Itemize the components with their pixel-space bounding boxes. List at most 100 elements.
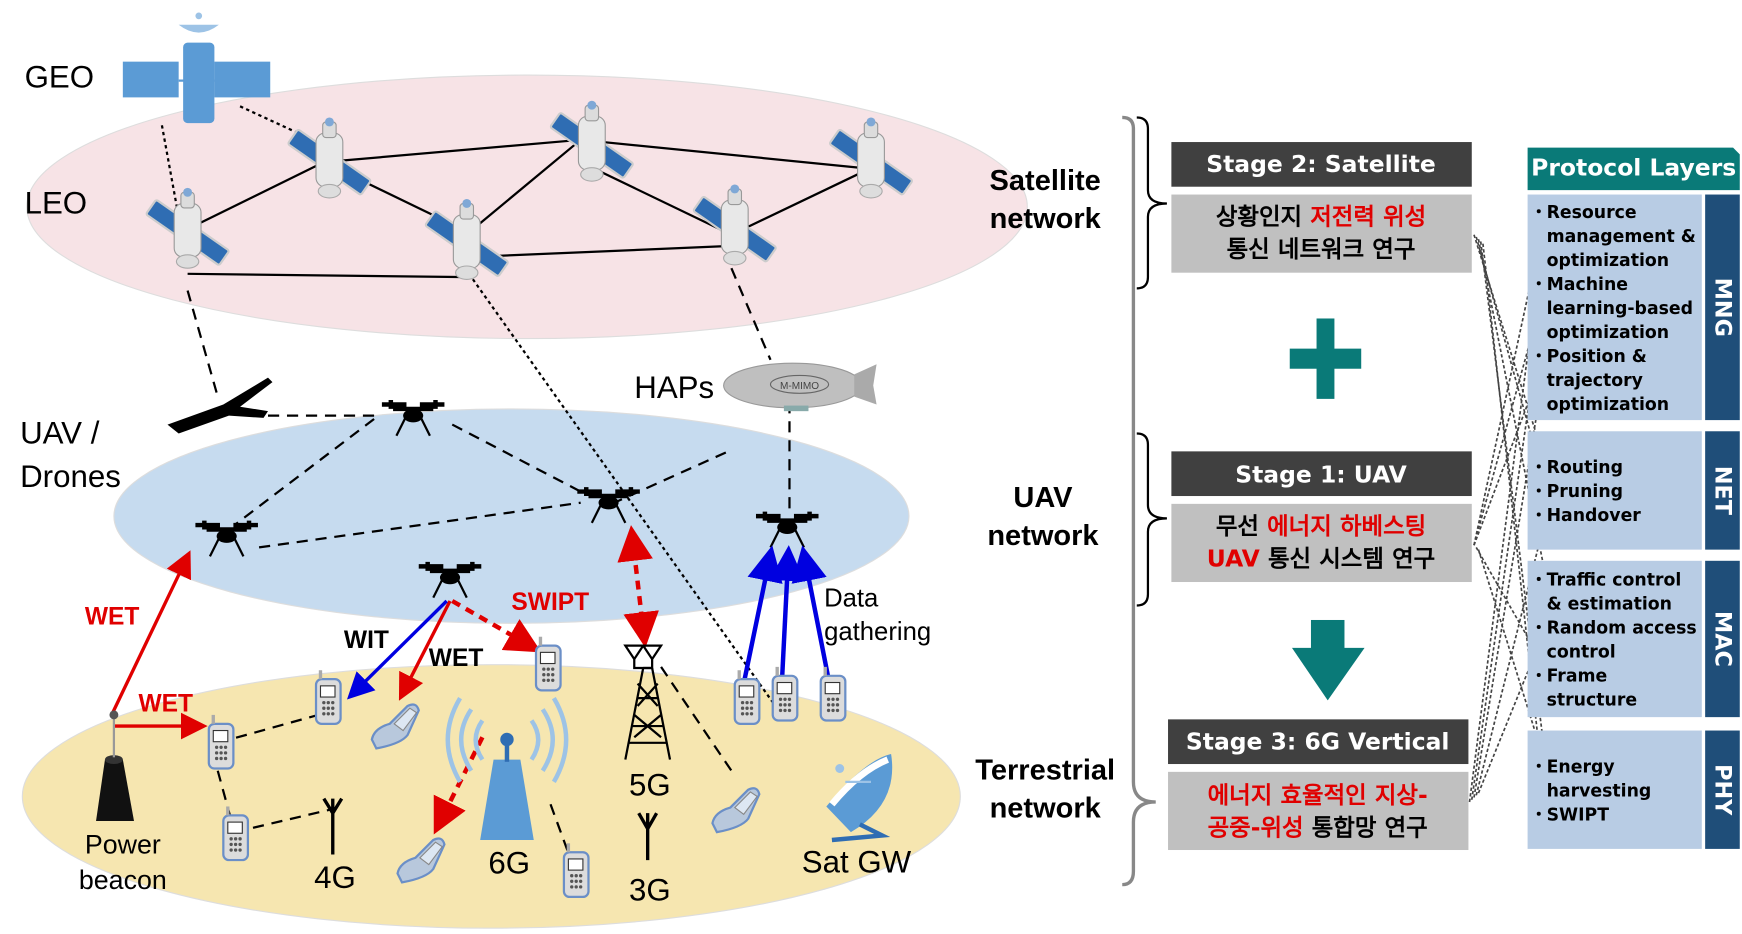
layer-item: optimization <box>1547 395 1670 415</box>
swipt-label: SWIPT <box>511 589 589 616</box>
stage-text-run: 상황인지 <box>1216 203 1310 231</box>
satellite-network-label-line2: network <box>990 203 1102 235</box>
bullet-icon <box>1536 488 1541 493</box>
layer-item: learning-based <box>1547 299 1693 319</box>
stage-3-title: Stage 3: 6G Vertical <box>1186 728 1450 756</box>
bullet-icon <box>1536 209 1541 214</box>
layer-item: Position & <box>1547 347 1647 367</box>
arrow-down-icon <box>1291 619 1365 701</box>
layer-tag-bg <box>1705 431 1740 550</box>
haps-badge: M-MIMO <box>780 381 819 392</box>
wet-label: WET <box>85 603 140 630</box>
label-sat-gw: Sat GW <box>802 844 912 879</box>
layer-item: optimization <box>1547 323 1670 343</box>
phone-icon <box>534 635 563 693</box>
layer-item: Random access <box>1547 619 1697 639</box>
layer-item: Routing <box>1547 458 1623 478</box>
fixed-wing-uav-icon <box>167 377 273 434</box>
layer-tag-bg <box>1705 194 1740 421</box>
layer-item: harvesting <box>1547 781 1652 801</box>
stage-text-run: 통합망 연구 <box>1304 813 1428 841</box>
protocol-layers-title: Protocol Layers <box>1531 154 1736 182</box>
layer-tag: MAC <box>1709 611 1735 667</box>
antenna-3g-icon <box>637 812 659 861</box>
layer-item: Machine <box>1547 275 1628 295</box>
layer-item: & estimation <box>1547 595 1672 615</box>
stage-2-desc-line2: 통신 네트워크 연구 <box>1227 235 1416 263</box>
layer-tag: NET <box>1709 466 1735 516</box>
terrestrial-network-label-line2: network <box>990 793 1102 825</box>
uav-label-line1: UAV / <box>20 416 100 451</box>
wit-label: WIT <box>344 627 389 654</box>
power-beacon-icon <box>96 710 134 821</box>
haps-label: HAPs <box>634 370 714 405</box>
antenna-4g-icon <box>322 797 344 855</box>
layer-item: Pruning <box>1547 482 1623 502</box>
layer-box <box>1527 730 1702 849</box>
stage-2-title: Stage 2: Satellite <box>1206 150 1436 178</box>
bracket-large <box>1122 115 1156 887</box>
layer-item: trajectory <box>1547 371 1643 391</box>
stage-3-6g-vertical: Stage 3: 6G Vertical 에너지 효율적인 지상- 공중-위성 … <box>1168 719 1469 851</box>
haps-airship-icon: M-MIMO <box>723 362 877 412</box>
bracket-satellite <box>1136 116 1167 290</box>
uav-network-label-line1: UAV <box>1013 482 1073 514</box>
bullet-icon <box>1536 353 1541 358</box>
stage-text-run: 에너지 하베스팅 <box>1267 512 1426 540</box>
layer-item: SWIPT <box>1547 805 1610 825</box>
wit-arrow <box>346 599 448 700</box>
layer-item: control <box>1547 643 1616 663</box>
layer-item: Traffic control <box>1547 571 1682 591</box>
stage-1-uav: Stage 1: UAV 무선 에너지 하베스팅 UAV 통신 시스템 연구 <box>1171 451 1472 583</box>
layer-item: Resource <box>1547 203 1637 223</box>
bullet-icon <box>1536 672 1541 677</box>
wet-arrows <box>110 550 452 740</box>
wet-mid-label: WET <box>429 645 484 672</box>
stage-2-satellite: Stage 2: Satellite 상황인지 저전력 위성 통신 네트워크 연… <box>1171 142 1472 273</box>
bullet-icon <box>1536 512 1541 517</box>
phone-icon <box>733 668 762 726</box>
stage-text-run: 무선 <box>1216 512 1267 540</box>
tower-5g-icon <box>623 644 672 760</box>
stage-3-desc-line2: 공중-위성 통합망 연구 <box>1208 813 1428 841</box>
power-beacon-label-line1: Power <box>85 829 161 859</box>
label-6g: 6G <box>488 845 530 880</box>
uav-label-line2: Drones <box>20 459 121 494</box>
data-gathering-label-line2: gathering <box>824 618 931 646</box>
label-3g: 3G <box>629 872 671 907</box>
satellite-network-label-line1: Satellite <box>990 165 1101 197</box>
bullet-icon <box>1536 763 1541 768</box>
layer-tag: MNG <box>1709 278 1735 337</box>
wet-beacon-label: WET <box>138 691 193 718</box>
label-4g: 4G <box>314 860 356 895</box>
bullet-icon <box>1536 576 1541 581</box>
uav-network-label-line2: network <box>987 520 1099 552</box>
stage-2-desc-line1: 상황인지 저전력 위성 <box>1216 203 1426 231</box>
layer-item: Energy <box>1547 757 1615 777</box>
plus-icon <box>1289 318 1362 399</box>
layer-tag-bg <box>1705 730 1740 849</box>
satellite-gateway-icon <box>826 753 893 843</box>
layer-item: Handover <box>1547 506 1642 526</box>
data-gathering-label-line1: Data <box>824 585 879 613</box>
stage-1-desc-line1: 무선 에너지 하베스팅 <box>1216 512 1426 540</box>
geo-satellite-icon <box>122 12 271 124</box>
stage-text-run: 공중-위성 <box>1208 813 1304 841</box>
stage-1-desc-line2: UAV 통신 시스템 연구 <box>1207 544 1435 572</box>
layer-box <box>1527 431 1702 550</box>
bullet-icon <box>1536 624 1541 629</box>
layer-box <box>1527 194 1702 421</box>
satellite-layer-ellipse <box>26 74 1028 340</box>
phone-icon <box>771 665 799 723</box>
leo-label: LEO <box>25 186 88 221</box>
layer-item: structure <box>1547 691 1638 711</box>
terrestrial-network-label-line1: Terrestrial <box>975 755 1115 787</box>
bracket-uav <box>1136 432 1167 607</box>
stage-text-run: 저전력 위성 <box>1310 203 1426 231</box>
geo-label: GEO <box>25 59 94 94</box>
